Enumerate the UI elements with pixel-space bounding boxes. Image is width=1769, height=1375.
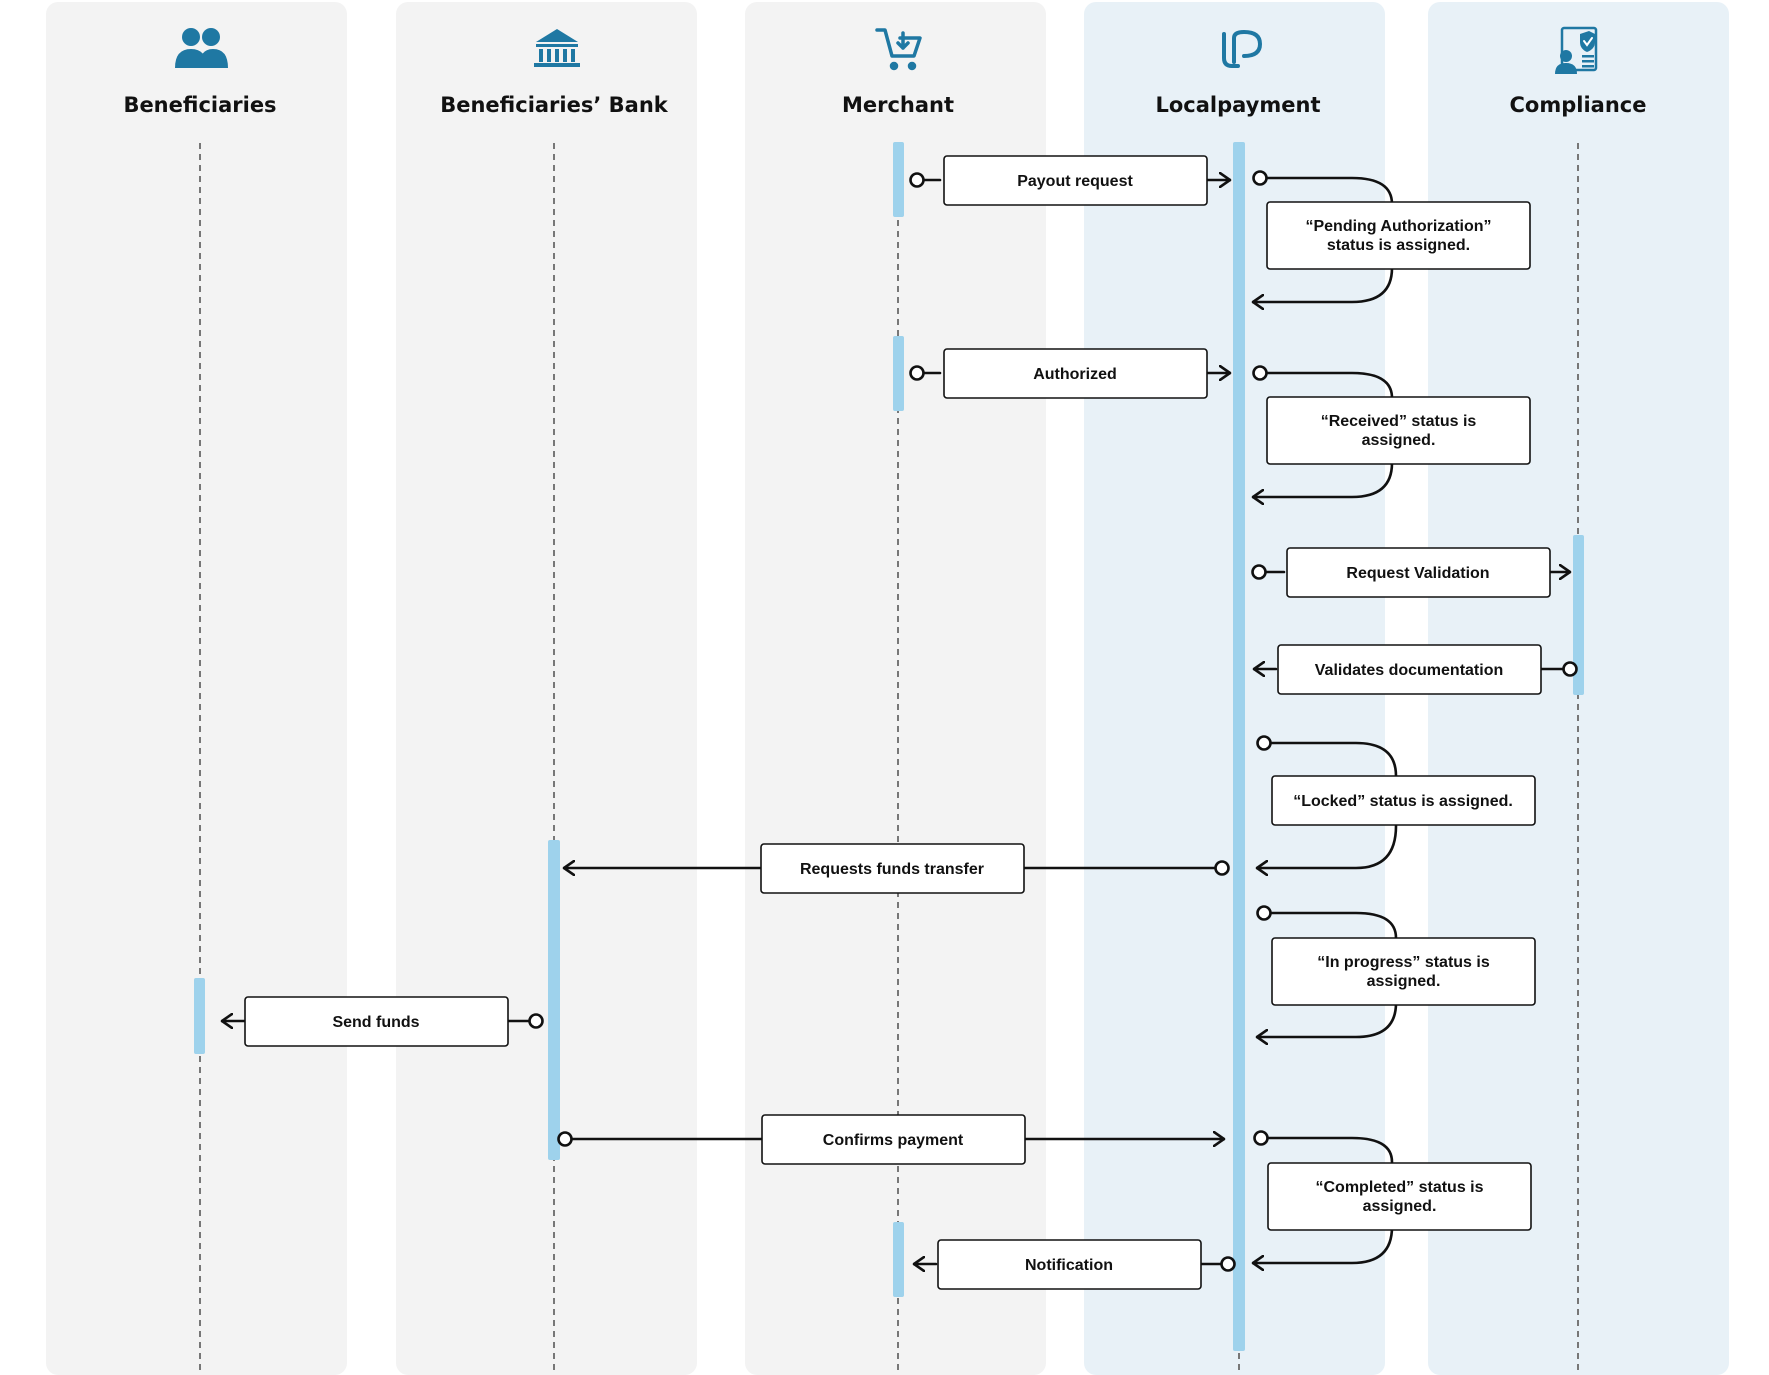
lane-title-merchant: Merchant [842, 93, 954, 117]
lane-title-compliance: Compliance [1510, 93, 1647, 117]
message-box-received [1266, 396, 1531, 465]
start-circle-confirms-payment [557, 1131, 573, 1147]
self-loop-completed [1253, 1136, 1394, 1263]
activation-merchant-1 [893, 142, 904, 217]
message-label-pending-authorization-wrap: “Pending Authorization” status is assign… [1305, 217, 1492, 254]
start-circle-validates-documentation [1562, 661, 1578, 677]
start-circle-completed [1253, 1130, 1269, 1146]
activation-bank [548, 840, 560, 1160]
message-box-completed [1267, 1162, 1532, 1231]
message-box-pending-authorization [1266, 201, 1531, 270]
message-label-received-wrap: “Received” status is assigned. [1320, 412, 1477, 449]
message-label-confirms-payment: Confirms payment [823, 1132, 964, 1149]
message-label-requests-funds-transfer: Requests funds transfer [800, 861, 984, 878]
start-circle-received [1252, 365, 1268, 381]
message-label-completed: “Completed” status is assigned. [1315, 1178, 1484, 1215]
message-box-authorized [943, 348, 1208, 399]
start-circle-request-validation [1251, 564, 1267, 580]
localpayment-logo-icon [1222, 30, 1262, 68]
message-label-send-funds: Send funds [332, 1014, 419, 1031]
start-circle-send-funds [528, 1013, 544, 1029]
people-icon [175, 28, 228, 68]
activation-localpayment [1233, 142, 1245, 1351]
activation-merchant-3 [893, 1222, 904, 1297]
start-circle-in-progress [1256, 905, 1272, 921]
lane-bank [396, 2, 697, 1375]
shopping-cart-icon [875, 28, 922, 71]
message-box-requests-funds-transfer [760, 843, 1025, 894]
message-label-in-progress: “In progress” status is assigned. [1317, 953, 1490, 990]
start-circle-notification [1220, 1256, 1236, 1272]
message-label-notification: Notification [1025, 1257, 1113, 1274]
lane-merchant [745, 2, 1046, 1375]
lane-beneficiaries [46, 2, 347, 1375]
message-box-payout-request [943, 155, 1208, 206]
message-label-in-progress-wrap: “In progress” status is assigned. [1317, 953, 1490, 990]
start-circle-payout-request [909, 172, 925, 188]
start-circle-locked [1256, 735, 1272, 751]
self-loop-pending-authorization [1253, 176, 1394, 302]
message-label-completed-wrap: “Completed” status is assigned. [1315, 1178, 1484, 1215]
message-box-request-validation [1286, 547, 1551, 598]
bank-icon [534, 29, 580, 67]
message-box-validates-documentation [1277, 644, 1542, 695]
message-label-payout-request: Payout request [1017, 173, 1133, 190]
message-box-locked [1271, 775, 1536, 826]
start-circle-requests-funds-transfer [1214, 860, 1230, 876]
message-label-received: “Received” status is assigned. [1320, 412, 1477, 449]
message-box-confirms-payment [761, 1114, 1026, 1165]
start-circle-authorized [909, 365, 925, 381]
message-box-send-funds [244, 996, 509, 1047]
self-loop-in-progress [1257, 911, 1398, 1037]
lane-title-bank: Beneficiaries’ Bank [440, 93, 669, 117]
message-box-in-progress [1271, 937, 1536, 1006]
message-box-notification [937, 1239, 1202, 1290]
start-circle-pending-authorization [1252, 170, 1268, 186]
lane-title-beneficiaries: Beneficiaries [123, 93, 276, 117]
message-label-authorized: Authorized [1033, 366, 1117, 383]
activation-compliance [1573, 535, 1584, 695]
compliance-document-icon [1555, 26, 1598, 74]
message-label-request-validation: Request Validation [1346, 565, 1489, 582]
self-loop-received [1253, 371, 1394, 497]
message-label-locked: “Locked” status is assigned. [1293, 793, 1513, 810]
message-label-validates-documentation: Validates documentation [1315, 662, 1503, 679]
message-label-pending-authorization: “Pending Authorization” status is assign… [1305, 217, 1492, 254]
activation-merchant-2 [893, 336, 904, 411]
lane-title-localpayment: Localpayment [1156, 93, 1321, 117]
self-loop-locked [1257, 741, 1398, 868]
activation-beneficiaries [194, 978, 205, 1054]
